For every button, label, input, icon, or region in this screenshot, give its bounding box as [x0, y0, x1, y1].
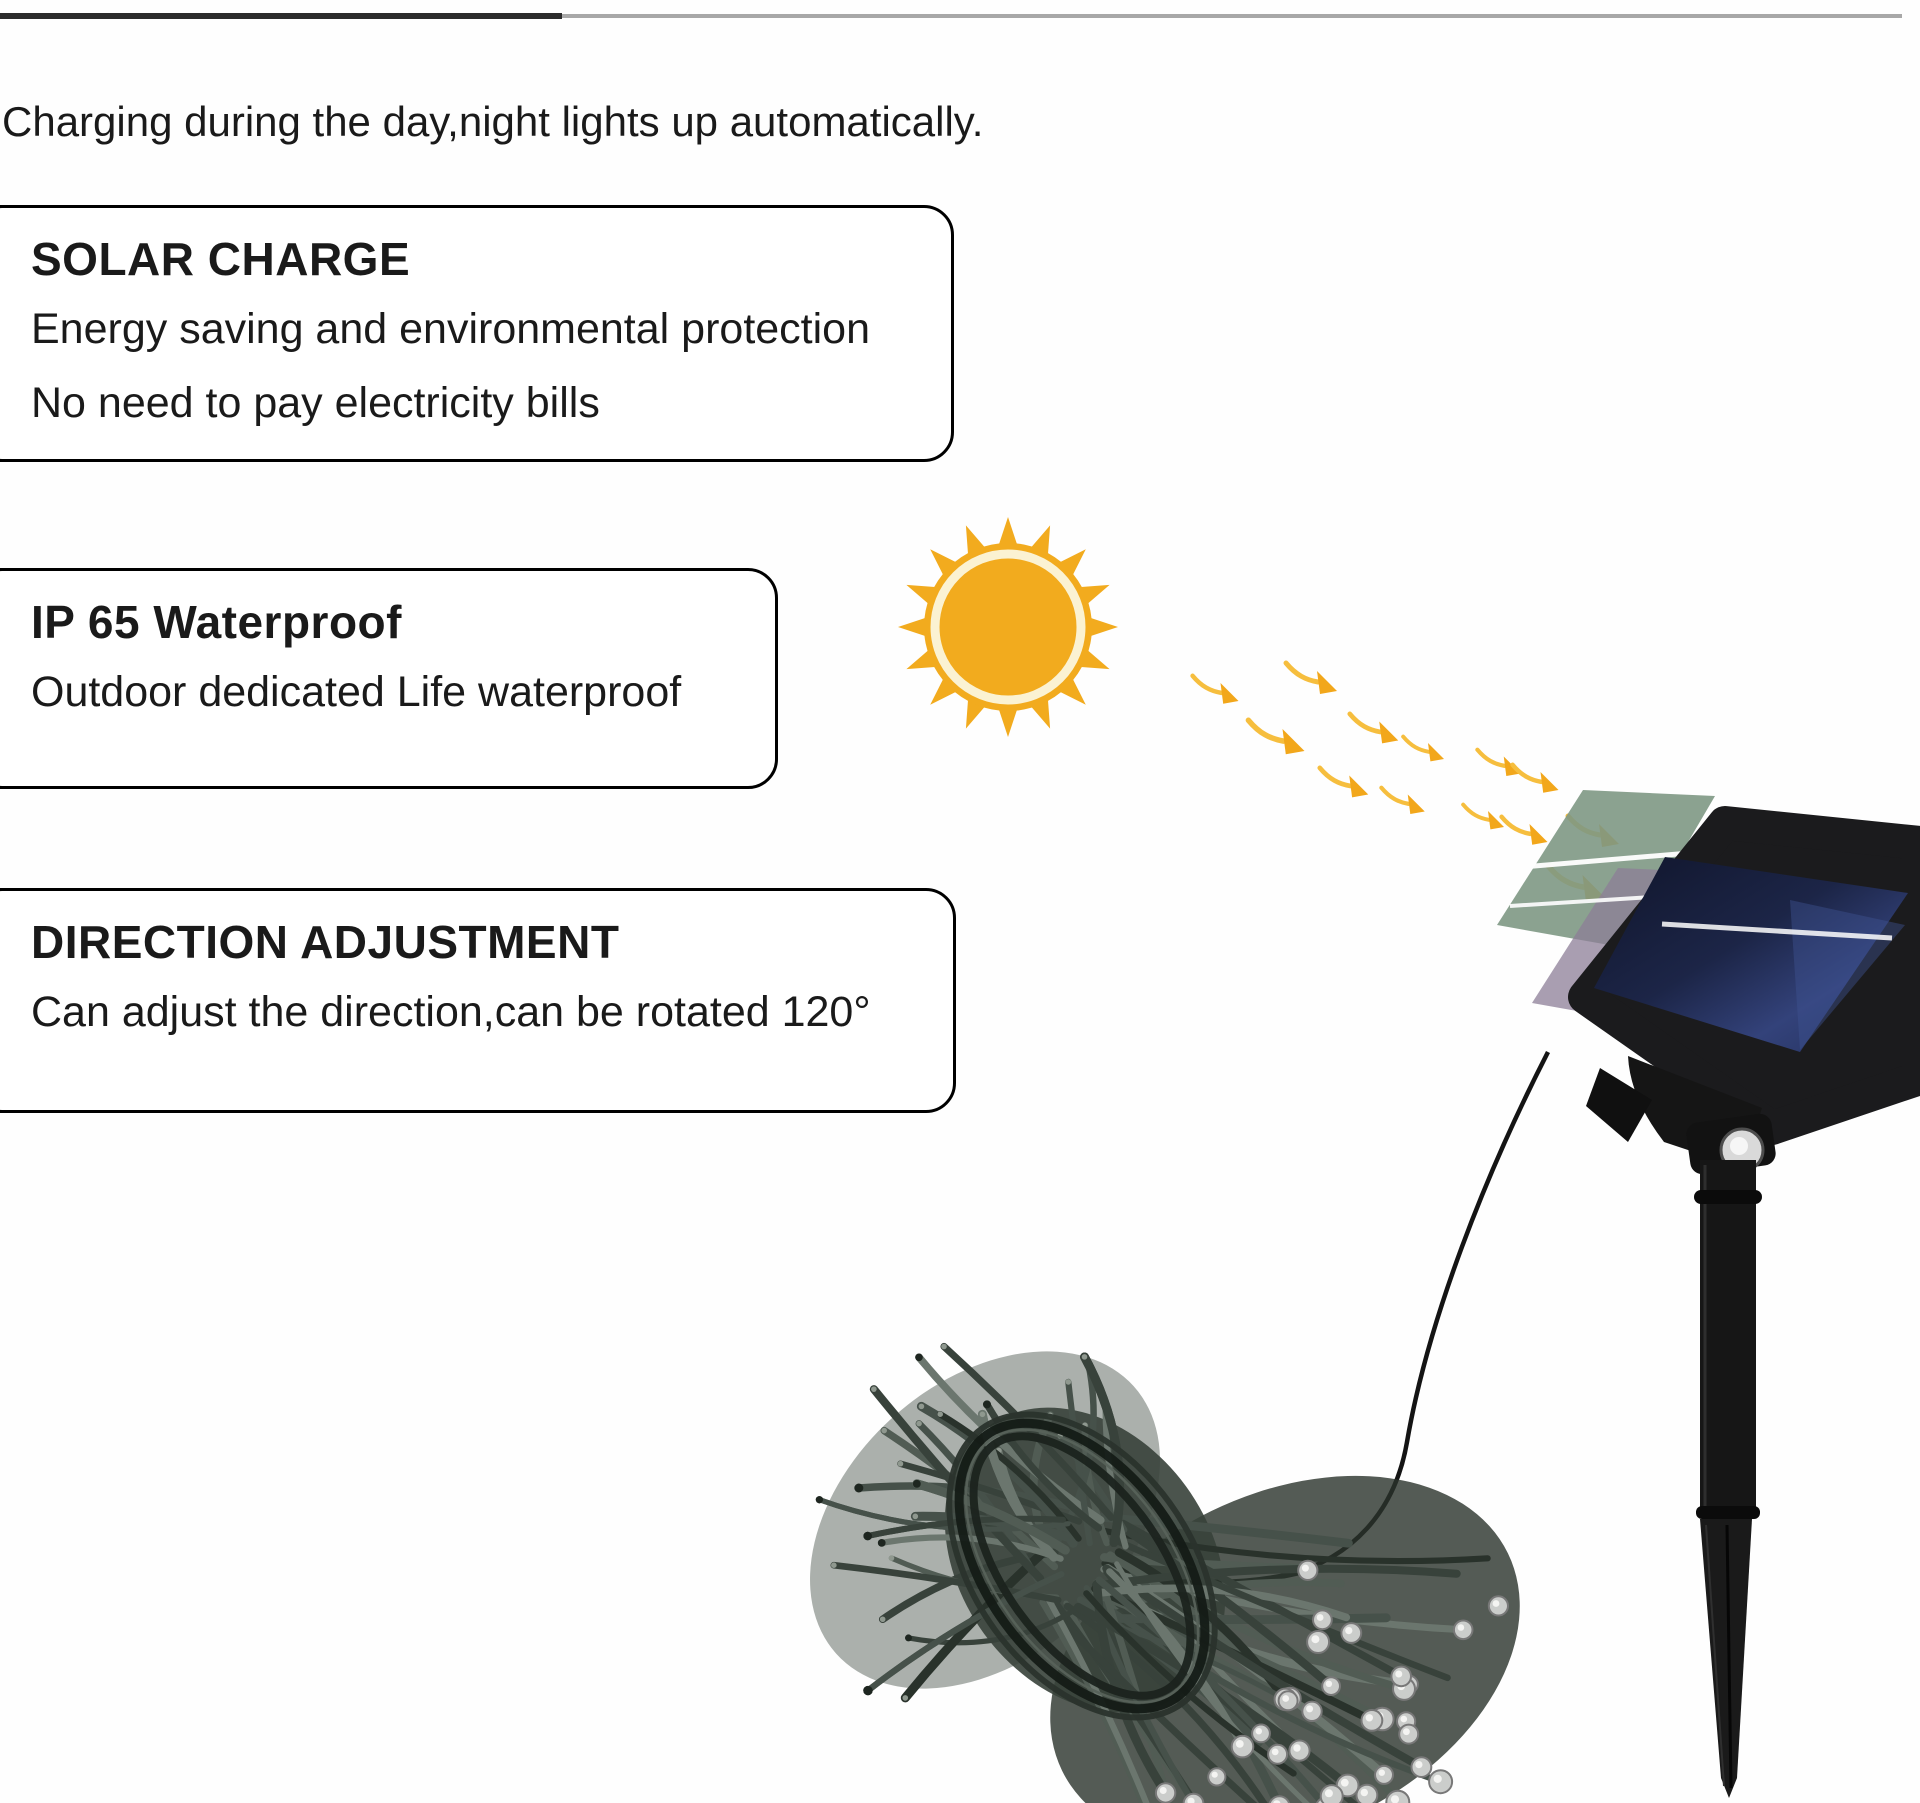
- top-divider-light: [562, 14, 1902, 18]
- feature-line: Outdoor dedicated Life waterproof: [31, 668, 682, 716]
- feature-title: DIRECTION ADJUSTMENT: [31, 916, 620, 968]
- feature-card-direction: DIRECTION ADJUSTMENT Can adjust the dire…: [0, 888, 956, 1113]
- feature-line: No need to pay electricity bills: [31, 379, 600, 428]
- feature-line: Can adjust the direction,can be rotated …: [31, 988, 871, 1036]
- top-divider-dark: [0, 13, 562, 19]
- sun-icon: [898, 517, 1118, 737]
- mounting-stake: [1586, 1056, 1776, 1798]
- stake-pole: [1700, 1160, 1756, 1518]
- page-title: Charging during the day,night lights up …: [2, 98, 984, 145]
- string-lights-bundle: [810, 1342, 1520, 1803]
- panel-layer-green: [1497, 790, 1715, 948]
- feature-title: SOLAR CHARGE: [31, 233, 411, 285]
- feature-card-solar-charge: SOLAR CHARGE Energy saving and environme…: [0, 205, 954, 462]
- solar-panel-device: [1568, 806, 1920, 1145]
- feature-line: Energy saving and environmental protecti…: [31, 305, 871, 353]
- ground-spike: [1700, 1519, 1752, 1798]
- feature-card-waterproof: IP 65 Waterproof Outdoor dedicated Life …: [0, 568, 778, 789]
- feature-title: IP 65 Waterproof: [31, 596, 402, 648]
- solar-cell: [1594, 857, 1908, 1052]
